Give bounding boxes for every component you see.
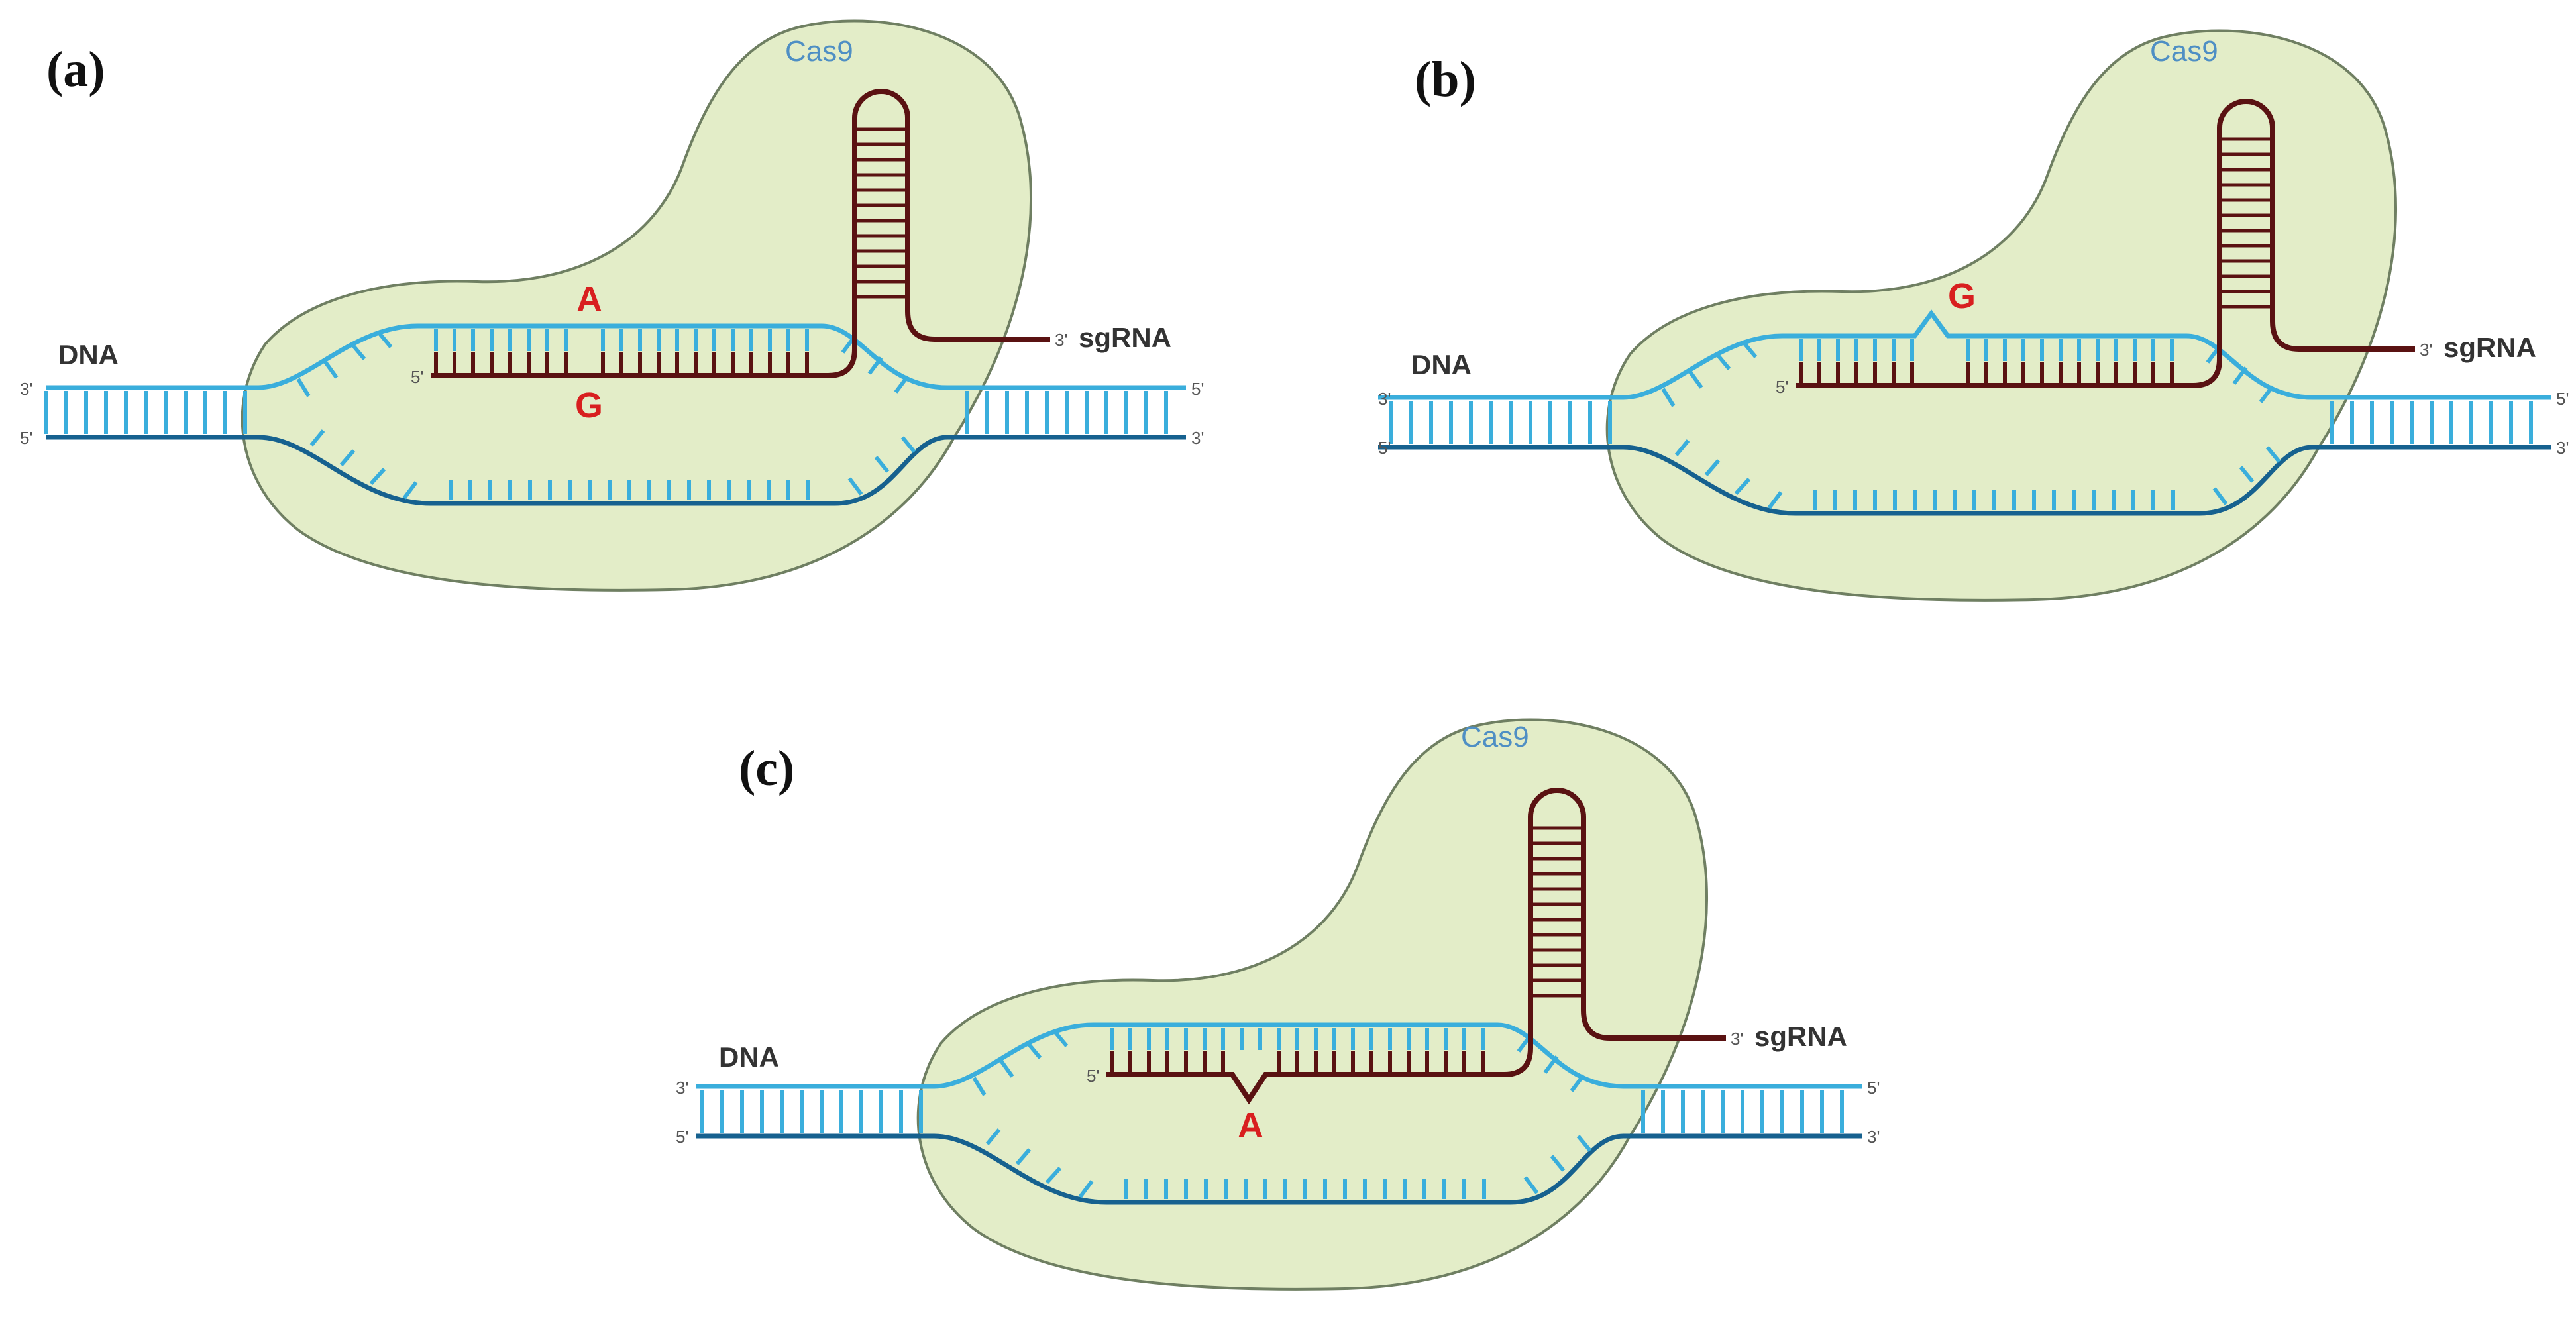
panel-a: (a) Cas9 DNA sgRNA 3' 5' 5' 3' 5' 3' A <box>20 19 1204 592</box>
dna-left-duplex <box>44 385 258 440</box>
dna-nontarget-strand <box>258 435 948 506</box>
dna-right-top-end: 5' <box>1191 379 1204 399</box>
dna-label: DNA <box>58 339 119 370</box>
dna-nontarget-strand <box>934 1133 1624 1205</box>
bulge-dna-base: G <box>1948 276 1976 316</box>
dna-left-duplex <box>696 1084 934 1139</box>
dna-left-bottom-end: 5' <box>676 1127 688 1147</box>
dna-right-bottom-end: 3' <box>2556 438 2569 458</box>
dna-target-strand-teeth <box>972 1028 1585 1096</box>
sgrna-label: sgRNA <box>1079 322 1171 353</box>
cas9-label: Cas9 <box>785 35 853 68</box>
mismatch-rna-base: G <box>575 386 603 425</box>
dna-right-bottom-end: 3' <box>1867 1127 1880 1147</box>
dna-nontarget-strand-teeth <box>309 429 916 500</box>
sgrna <box>1106 788 1726 1105</box>
sgrna-backbone <box>431 89 1050 378</box>
panel-c: (c) Cas9 DNA sgRNA 3' 5' 5' 3' 5' 3' A <box>676 718 1880 1291</box>
dna-right-duplex <box>1623 1084 1862 1139</box>
dna-nontarget-strand-teeth <box>1674 439 2281 510</box>
sgrna-label: sgRNA <box>1754 1021 1847 1052</box>
sgrna <box>1796 99 2415 388</box>
dna-nontarget-strand-teeth <box>985 1128 1592 1199</box>
dna-target-strand <box>934 1022 1624 1089</box>
dna-target-strand-teeth <box>1661 339 2275 407</box>
panel-b-label: (b) <box>1415 52 1476 107</box>
cas9-label: Cas9 <box>1461 721 1529 753</box>
dna-right-duplex <box>2312 395 2551 450</box>
panel-b: (b) Cas9 DNA sgRNA 3' 5' 5' 3' 5' 3' G <box>1378 29 2569 602</box>
dna-left-top-end: 3' <box>1378 389 1391 409</box>
cas9-blob <box>1605 29 2397 602</box>
sgrna-backbone-with-bulge <box>1106 788 1726 1105</box>
sgrna-label: sgRNA <box>2443 332 2536 363</box>
cas9-label: Cas9 <box>2150 35 2218 68</box>
dna-label: DNA <box>719 1041 779 1073</box>
dna-target-strand-with-bulge <box>1623 309 2313 400</box>
sgrna-guide-rungs <box>434 352 809 374</box>
dna-right-duplex <box>947 385 1186 440</box>
dna-right-bottom-end: 3' <box>1191 428 1204 448</box>
dna-nontarget-strand <box>1623 445 2313 516</box>
panel-c-label: (c) <box>739 741 794 796</box>
dna-left-bottom-end: 5' <box>1378 438 1391 458</box>
sgrna-guide-rungs <box>1110 1051 1485 1073</box>
cas9-blob <box>916 718 1708 1291</box>
dna-target-strand <box>258 323 948 390</box>
bulge-rna-base: A <box>1238 1106 1263 1145</box>
sgrna-3-end: 3' <box>1731 1029 1743 1049</box>
sgrna-5-end: 5' <box>1776 377 1788 397</box>
panel-a-label: (a) <box>46 42 105 97</box>
dna-left-duplex <box>1378 395 1623 450</box>
sgrna-hairpin-rungs <box>855 127 908 299</box>
dna-right-top-end: 5' <box>2556 389 2569 409</box>
dna-right-top-end: 5' <box>1867 1078 1880 1098</box>
dna-target-strand-teeth <box>296 329 910 397</box>
sgrna <box>431 89 1050 378</box>
sgrna-guide-rungs <box>1799 362 2174 384</box>
sgrna-hairpin-rungs <box>1530 826 1583 998</box>
sgrna-3-end: 3' <box>1055 330 1067 350</box>
sgrna-5-end: 5' <box>411 367 423 387</box>
cas9-blob <box>241 19 1032 592</box>
dna-label: DNA <box>1411 349 1472 380</box>
dna-left-bottom-end: 5' <box>20 428 32 448</box>
sgrna-3-end: 3' <box>2420 340 2432 360</box>
dna-left-top-end: 3' <box>20 379 32 399</box>
sgrna-hairpin-rungs <box>2220 137 2273 309</box>
sgrna-5-end: 5' <box>1087 1066 1099 1086</box>
mismatch-dna-base: A <box>576 280 602 319</box>
sgrna-backbone <box>1796 99 2415 388</box>
dna-left-top-end: 3' <box>676 1078 688 1098</box>
